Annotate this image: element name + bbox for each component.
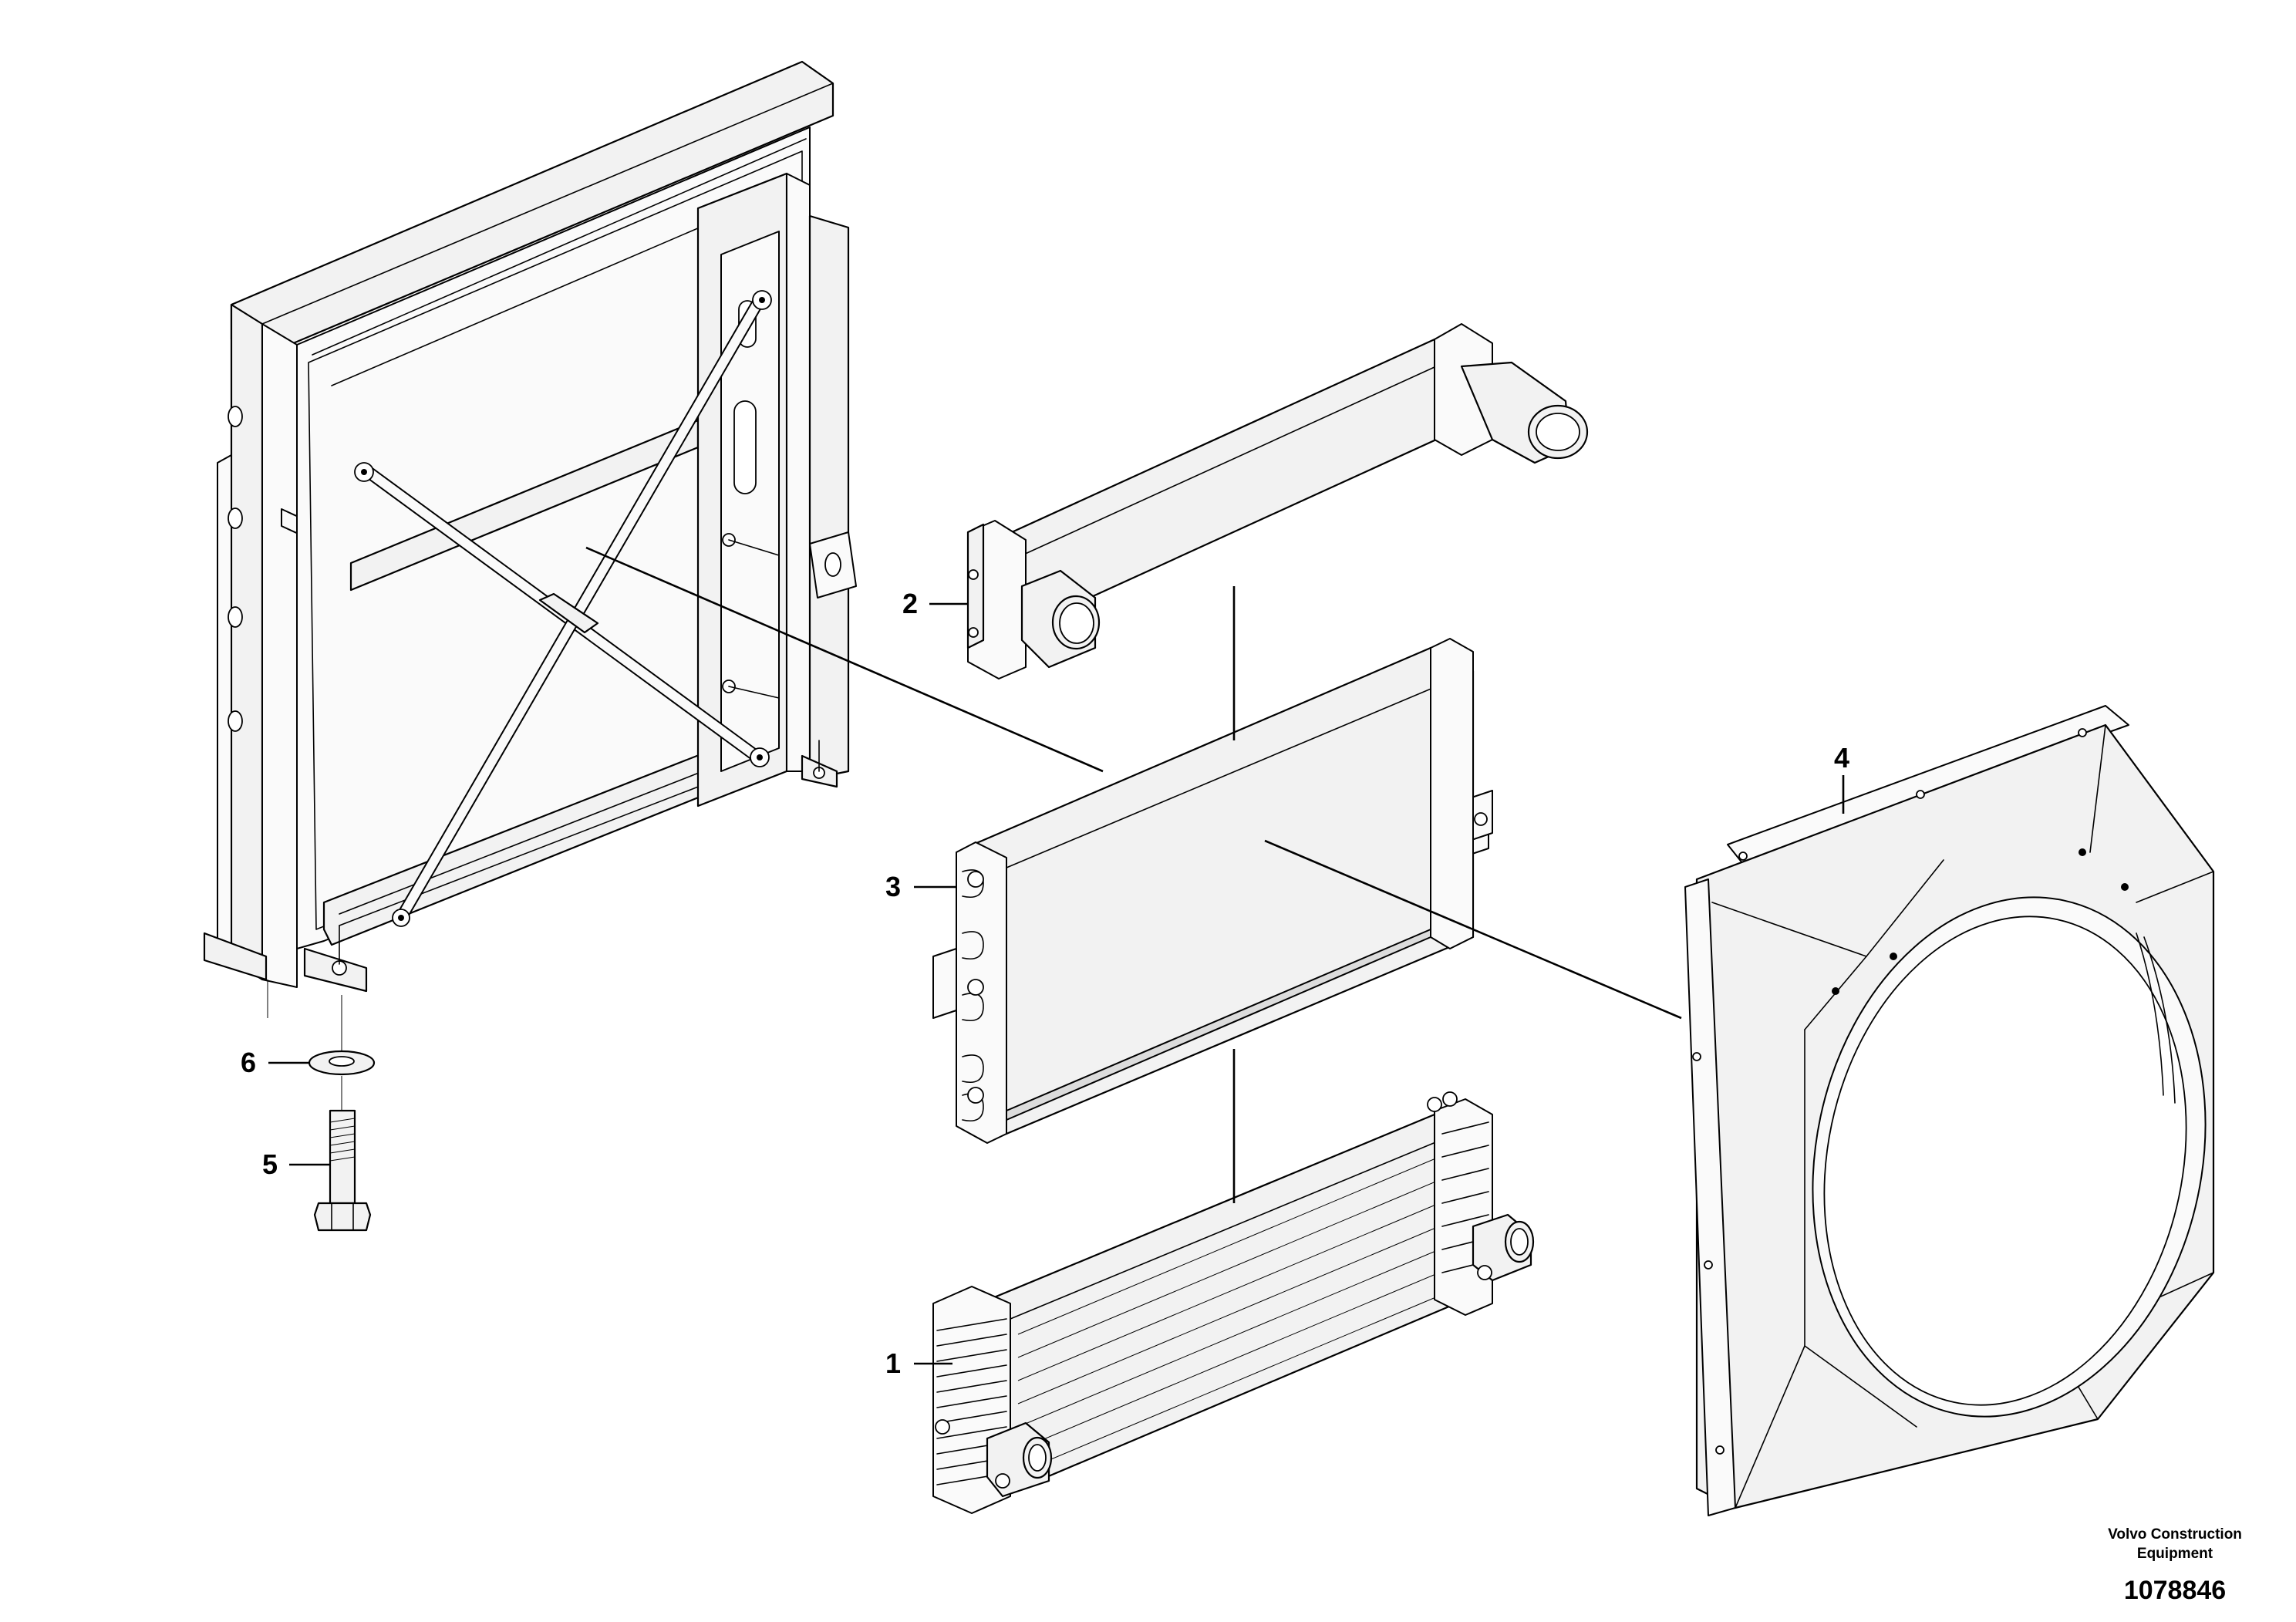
callout-6: 6 [241,1047,308,1078]
svg-text:2: 2 [902,588,918,619]
svg-text:1: 1 [885,1347,901,1379]
callout-5: 5 [262,1148,330,1180]
charge-air-cooler-part [932,1091,1535,1514]
svg-text:4: 4 [1834,742,1849,774]
brand-line-2: Equipment [2137,1546,2213,1562]
ribs [936,1318,1007,1485]
brand-block: Volvo Construction Equipment 1078846 [2108,1526,2242,1605]
radiator-part [932,638,1493,1144]
mounting-frame [203,60,857,1018]
brand-line-1: Volvo Construction [2108,1526,2242,1543]
callout-1: 1 [885,1347,952,1379]
washer-part [308,995,376,1111]
callout-3: 3 [885,871,956,902]
svg-text:6: 6 [241,1047,256,1078]
callout-2: 2 [902,588,968,619]
bolt-part [313,1109,372,1232]
callout-4: 4 [1834,742,1849,814]
fan-shroud-part [1684,705,2215,1516]
reference-number: 1078846 [2124,1576,2226,1605]
svg-text:5: 5 [262,1148,278,1180]
assembly-lines [585,546,1682,1203]
intercooler-tank-part [966,323,1589,679]
svg-text:3: 3 [885,871,901,902]
